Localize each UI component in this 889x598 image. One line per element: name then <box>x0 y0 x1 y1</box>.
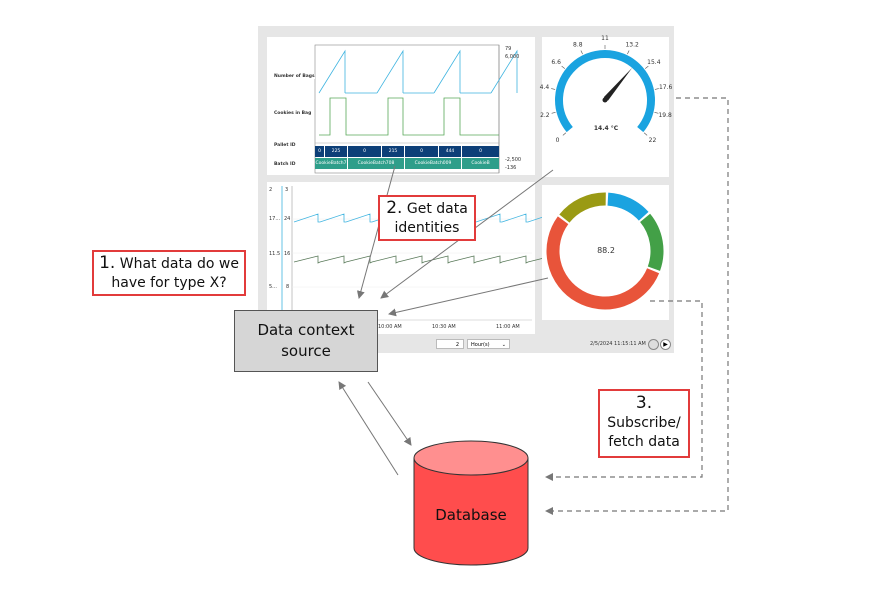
time-label: 10:00 AM <box>378 324 402 330</box>
data-context-source-box: Data context source <box>234 310 378 372</box>
gauge-tick-label: 19.8 <box>658 112 672 119</box>
range-unit-select[interactable]: Hour(s) ⌄ <box>467 339 510 349</box>
gauge-tick-label: 6.6 <box>551 59 561 66</box>
donut-segment <box>559 192 606 223</box>
step2-callout: 2. Get data identities <box>378 195 476 241</box>
step3-line1: Subscribe/ <box>607 415 681 431</box>
gauge: 0 2.2 4.4 6.6 8.8 11 13.2 15.4 17.6 19.8 22 <box>540 35 673 144</box>
row-label-pallet: Pallet ID <box>274 143 296 148</box>
y-tick-inner: 24 <box>284 216 291 222</box>
row-label-bags: Number of Bags <box>274 74 315 79</box>
database-label: Database <box>435 506 507 524</box>
y-tick-inner: 16 <box>284 251 291 257</box>
donut-segment <box>639 213 664 271</box>
step1-line1: What data do we <box>119 256 239 272</box>
gauge-hub <box>602 97 608 103</box>
gauge-tick <box>551 88 556 90</box>
gauge-tick-label: 11 <box>601 35 609 42</box>
batch-id-cell: CookieB <box>462 158 499 169</box>
database-cylinder <box>413 440 529 566</box>
y-tick-outer: 2 <box>269 187 273 193</box>
gauge-tick-label: 15.4 <box>647 59 661 66</box>
dcs-label-line1: Data context <box>257 321 355 339</box>
gauge-needle <box>603 67 633 101</box>
range-unit-label: Hour(s) <box>471 342 490 348</box>
gauge-tick <box>561 65 565 69</box>
right-axis-bottom-1: -2,500 <box>505 157 522 163</box>
pallet-id-cell: 0 <box>405 146 438 157</box>
step3-number: 3. <box>635 393 653 413</box>
right-axis-bottom-2: -136 <box>505 165 517 171</box>
right-axis-top-2: 6,000 <box>505 54 520 60</box>
gauge-reading: 14.4 °C <box>593 125 619 132</box>
gauge-tick-label: 22 <box>649 137 657 144</box>
time-label: 11:00 AM <box>496 324 520 330</box>
gauge-tick-label: 2.2 <box>540 112 550 119</box>
gauge-arc <box>555 50 655 133</box>
step2-number: 2. <box>386 198 403 218</box>
row-label-cookies: Cookies in Bag <box>274 111 312 116</box>
gauge-tick-label: 4.4 <box>540 84 550 91</box>
gauge-tick <box>580 50 583 55</box>
gauge-tick <box>551 112 556 114</box>
donut-segment <box>546 216 660 310</box>
donut-chart <box>546 192 664 310</box>
step2-line2: identities <box>394 220 460 236</box>
y-tick-inner: 8 <box>286 284 290 290</box>
chevron-down-icon: ⌄ <box>501 342 506 348</box>
dcs-label-line2: source <box>281 342 331 360</box>
y-tick-outer: 5... <box>269 284 277 290</box>
pallet-id-cell: 0 <box>348 146 381 157</box>
gauge-tick <box>654 88 659 90</box>
donut-center-value: 88.2 <box>597 246 615 255</box>
y-tick-outer: 17... <box>269 216 281 222</box>
pallet-id-cell: 225 <box>325 146 347 157</box>
y-tick-inner: 3 <box>285 187 289 193</box>
range-value-input[interactable]: 2 <box>436 339 464 349</box>
step1-line2: have for type X? <box>111 275 227 291</box>
time-label: 10:30 AM <box>432 324 456 330</box>
donut-segment <box>607 192 649 221</box>
gauge-tick-label: 0 <box>556 137 560 144</box>
batch-id-cell: CookieBatch7 <box>315 158 347 169</box>
right-axis-top-1: 79 <box>505 46 512 52</box>
gauge-tick <box>562 132 567 136</box>
pallet-id-cell: 444 <box>439 146 461 157</box>
gauge-tick <box>654 112 659 114</box>
pallet-id-cell: 215 <box>382 146 404 157</box>
y-tick-outer: 11.5 <box>269 251 281 257</box>
step3-callout: 3. Subscribe/ fetch data <box>598 389 690 458</box>
batch-id-cell: CookieBatch708 <box>348 158 404 169</box>
gauge-tick-label: 13.2 <box>625 41 639 48</box>
batch-id-cell: CookieBatch009 <box>405 158 461 169</box>
step1-callout: 1. What data do we have for type X? <box>92 250 246 296</box>
gauge-tick <box>643 132 648 136</box>
gauge-tick <box>645 65 649 69</box>
pallet-id-cell: 0 <box>315 146 324 157</box>
gauge-tick-label: 17.6 <box>659 84 673 91</box>
row-label-batch: Batch ID <box>274 162 296 167</box>
step3-line2: fetch data <box>608 434 680 450</box>
gauge-tick-label: 8.8 <box>573 41 583 48</box>
pallet-id-cell: 0 <box>462 146 499 157</box>
footer-timestamp: 2/5/2024 11:15:11 AM <box>590 341 646 347</box>
gauge-tick <box>627 50 630 55</box>
step2-line1: Get data <box>406 201 468 217</box>
play-icon[interactable]: ▶ <box>660 339 671 350</box>
calendar-icon[interactable] <box>648 339 659 350</box>
step1-number: 1. <box>99 253 116 273</box>
